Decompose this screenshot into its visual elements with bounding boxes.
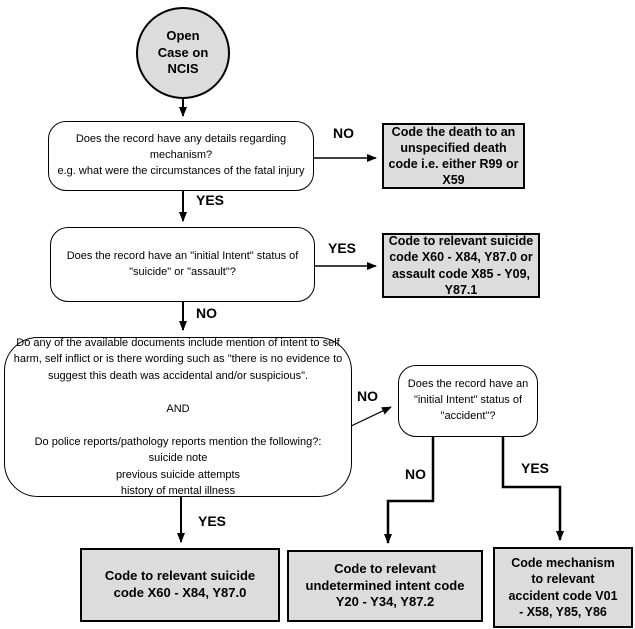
result-unspecified-death: Code the death to an unspecified death c… [382,123,525,189]
arrow-accident-yes [501,437,564,541]
result-suicide-code: Code to relevant suicide code X60 - X84,… [80,548,280,622]
label-accident-no: NO [405,466,426,482]
decision-initial-intent-accident: Does the record have an "initial Intent"… [398,365,538,437]
result-suicide-assault-code-text: Code to relevant suicide code X60 - X84,… [388,234,534,297]
result-undetermined-code: Code to relevant undetermined intent cod… [287,550,483,622]
label-documents-yes: YES [198,513,227,529]
label-mechanism-no: NO [333,125,354,141]
start-node: Open Case on NCIS [136,7,230,99]
decision-initial-intent-accident-text: Does the record have an "initial Intent"… [407,378,529,422]
result-accident-code-text: Code mechanism to relevant accident code… [508,556,618,619]
decision-initial-intent-suicide-text: Does the record have an "initial Intent"… [66,249,299,278]
arrow-documents-no [348,406,392,428]
result-suicide-assault-code: Code to relevant suicide code X60 - X84,… [382,233,540,298]
result-accident-code: Code mechanism to relevant accident code… [493,547,633,628]
decision-documents-intent-text: Do any of the available documents includ… [13,336,343,498]
decision-mechanism-text: Does the record have any details regardi… [57,133,305,177]
decision-initial-intent-suicide: Does the record have an "initial Intent"… [50,227,315,302]
result-undetermined-code-text: Code to relevant undetermined intent cod… [305,560,465,610]
label-intent-no: NO [196,305,217,321]
label-documents-no: NO [357,388,378,404]
result-suicide-code-text: Code to relevant suicide code X60 - X84,… [104,568,256,600]
start-node-text: Open Case on NCIS [157,27,209,77]
decision-mechanism: Does the record have any details regardi… [48,121,314,191]
decision-documents-intent: Do any of the available documents includ… [4,337,352,497]
label-accident-yes: YES [521,460,550,476]
label-mechanism-yes: YES [196,192,225,208]
label-intent-yes: YES [328,240,357,256]
result-unspecified-death-text: Code the death to an unspecified death c… [388,124,519,188]
arrow-accident-no [384,437,435,544]
